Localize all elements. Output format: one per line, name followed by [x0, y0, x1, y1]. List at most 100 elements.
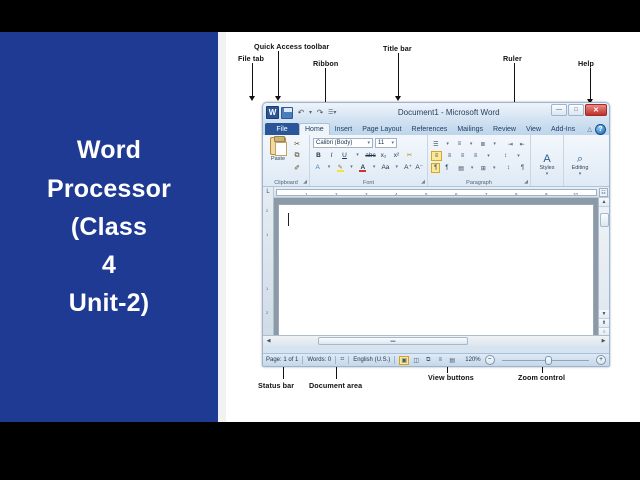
ruler-scale[interactable]: 1 2 3 4 5 6 7 8 9 10 [276, 188, 597, 196]
redo-icon[interactable]: ↷ [316, 108, 324, 117]
save-icon[interactable] [281, 106, 293, 119]
strikethrough-button[interactable]: abc [365, 151, 376, 159]
italic-button[interactable]: I [330, 151, 333, 159]
line-spacing-dropdown-icon[interactable]: ▾ [517, 153, 520, 159]
tab-review[interactable]: Review [493, 125, 516, 133]
zoom-slider-track[interactable] [501, 355, 589, 365]
shrink-font-icon[interactable]: A⁻ [415, 164, 424, 171]
tab-home[interactable]: Home [299, 123, 330, 135]
vertical-ruler[interactable]: 2 1 1 2 [263, 198, 274, 346]
scroll-down-button[interactable]: ▼ [598, 310, 609, 319]
paragraph-dialog-box-launcher[interactable]: ◢ [524, 179, 528, 185]
zoom-in-button[interactable]: + [596, 355, 606, 365]
text-effects-dropdown-icon[interactable]: ▾ [327, 164, 331, 170]
vertical-scrollbar[interactable]: ▲ ▼ ⬆ ○ ⬇ [598, 198, 609, 346]
align-left-button[interactable]: ≡ [431, 151, 442, 161]
bullets-icon[interactable]: ☰ [433, 141, 439, 148]
tab-page-layout[interactable]: Page Layout [362, 125, 402, 133]
underline-button[interactable]: U [342, 151, 347, 159]
grow-font-icon[interactable]: A⁺ [404, 164, 412, 171]
rtl-text-direction-button[interactable]: ¶ [445, 165, 449, 171]
word-count-indicator[interactable]: Words: 0 [307, 357, 332, 363]
styles-dropdown-icon[interactable]: ▾ [545, 170, 549, 177]
decrease-indent-icon[interactable]: ⇥ [507, 141, 513, 148]
shading-dropdown-icon[interactable]: ▾ [470, 165, 474, 171]
change-case-dropdown-icon[interactable]: ▾ [395, 164, 398, 170]
font-color-icon[interactable]: A [359, 163, 367, 172]
cut-icon[interactable]: ✂ [294, 141, 300, 148]
text-effects-icon[interactable]: A [315, 163, 320, 171]
bold-button[interactable]: B [316, 151, 321, 159]
editing-button[interactable]: ⌕ Editing ▾ [567, 153, 593, 177]
shading-icon[interactable]: ▤ [458, 165, 464, 172]
scroll-left-button[interactable]: ◀ [266, 338, 271, 344]
full-screen-reading-button[interactable]: ◫ [413, 357, 420, 364]
page-indicator[interactable]: Page: 1 of 1 [266, 357, 299, 363]
subscript-button[interactable]: x₂ [380, 151, 387, 159]
paste-button[interactable]: Paste [266, 136, 290, 173]
font-name-box[interactable]: Calibri (Body) ▾ [313, 138, 373, 148]
zoom-out-button[interactable]: − [484, 355, 495, 365]
minimize-button[interactable]: — [551, 104, 567, 116]
styles-button[interactable]: A Styles ▾ [534, 153, 560, 177]
customize-qat-icon[interactable]: ☰▾ [328, 110, 337, 116]
editing-dropdown-icon[interactable]: ▾ [578, 170, 582, 177]
multilevel-list-icon[interactable]: ≣ [480, 141, 486, 148]
scroll-right-button[interactable]: ▶ [601, 338, 606, 344]
superscript-button[interactable]: x² [393, 151, 400, 159]
zoom-level-label[interactable]: 120% [465, 357, 481, 363]
ruler-view-toggle-icon[interactable]: ☷ [599, 188, 608, 197]
undo-dropdown-icon[interactable]: ▾ [309, 110, 313, 116]
ltr-text-direction-button[interactable]: ¶ [431, 163, 441, 173]
quick-access-toolbar[interactable]: W ↶ ▾ ↷ ☰▾ [263, 106, 336, 119]
zoom-slider-thumb[interactable] [545, 355, 553, 365]
tab-mailings[interactable]: Mailings [457, 125, 483, 133]
borders-icon[interactable]: ⊞ [480, 165, 486, 172]
minimize-ribbon-icon[interactable]: △ [587, 127, 592, 133]
draft-view-button[interactable]: ▤ [449, 357, 456, 364]
multilevel-dropdown-icon[interactable]: ▾ [493, 141, 496, 147]
scroll-up-button[interactable]: ▲ [598, 198, 609, 207]
increase-indent-icon[interactable]: ⇤ [519, 141, 525, 148]
tab-view[interactable]: View [525, 125, 541, 133]
vertical-scroll-thumb[interactable] [599, 213, 609, 227]
undo-icon[interactable]: ↶ [297, 108, 305, 117]
highlight-dropdown-icon[interactable]: ▾ [350, 164, 353, 170]
text-highlight-icon[interactable]: ✎ [336, 164, 344, 172]
maximize-button[interactable]: □ [568, 104, 584, 116]
sort-icon[interactable]: ↕ [506, 165, 510, 171]
close-button[interactable]: ✕ [585, 104, 607, 116]
numbering-dropdown-icon[interactable]: ▾ [469, 141, 473, 147]
show-formatting-marks-icon[interactable]: ¶ [520, 165, 525, 171]
font-dialog-box-launcher[interactable]: ◢ [421, 179, 425, 185]
clear-formatting-icon[interactable]: ✂ [406, 152, 413, 159]
tab-insert[interactable]: Insert [334, 125, 353, 133]
tab-references[interactable]: References [411, 125, 448, 133]
align-right-button[interactable]: ≡ [460, 153, 465, 159]
line-spacing-icon[interactable]: ↕ [504, 153, 507, 159]
horizontal-scrollbar[interactable]: ◀ ▬ ▶ [263, 335, 609, 346]
horizontal-scroll-thumb[interactable]: ▬ [318, 337, 468, 345]
clipboard-dialog-box-launcher[interactable]: ◢ [303, 179, 307, 185]
language-indicator[interactable]: English (U.S.) [353, 357, 391, 363]
tab-selector-icon[interactable]: L [263, 186, 274, 198]
font-size-box[interactable]: 11 ▾ [375, 138, 397, 148]
previous-page-button[interactable]: ⬆ [598, 319, 609, 328]
change-case-icon[interactable]: Aa [381, 163, 390, 171]
print-layout-view-button[interactable]: ▣ [399, 355, 410, 365]
justify-dropdown-icon[interactable]: ▾ [487, 153, 490, 159]
document-page[interactable] [278, 204, 594, 340]
copy-icon[interactable]: ⧉ [294, 152, 300, 159]
outline-view-button[interactable]: ≡ [438, 357, 442, 363]
proofing-errors-icon[interactable]: ⌗ [340, 356, 345, 363]
underline-dropdown-icon[interactable]: ▾ [356, 152, 359, 158]
help-icon[interactable]: ? [595, 124, 606, 135]
justify-button[interactable]: ≡ [473, 153, 478, 159]
tab-file[interactable]: File [265, 123, 299, 135]
bullets-dropdown-icon[interactable]: ▾ [446, 141, 449, 147]
web-layout-view-button[interactable]: ⧉ [426, 356, 431, 363]
align-center-button[interactable]: ≡ [447, 153, 452, 159]
font-color-dropdown-icon[interactable]: ▾ [372, 164, 376, 170]
word-app-icon[interactable]: W [266, 106, 279, 119]
borders-dropdown-icon[interactable]: ▾ [493, 165, 496, 171]
